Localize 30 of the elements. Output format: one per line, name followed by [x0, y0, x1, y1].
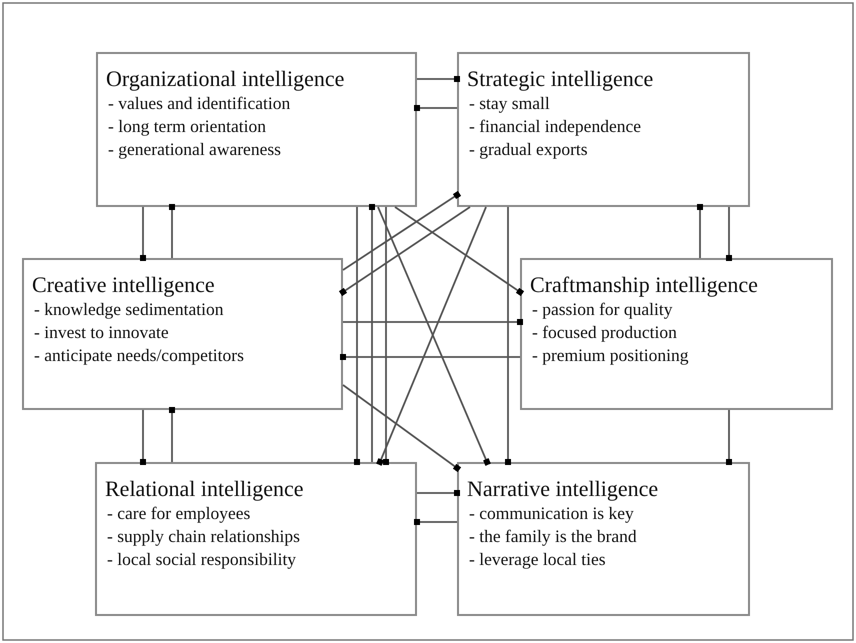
list-item: - leverage local ties: [469, 548, 607, 571]
box-heading: Organizational intelligence: [106, 66, 346, 92]
list-item: - generational awareness: [108, 138, 282, 161]
list-item: - care for employees: [107, 502, 252, 525]
list-item: - focused production: [532, 321, 678, 344]
list-item: - values and identification: [108, 92, 292, 115]
box-heading: Creative intelligence: [32, 272, 216, 298]
intelligence-box: [520, 258, 833, 410]
list-item: - anticipate needs/competitors: [34, 344, 245, 367]
box-heading: Craftmanship intelligence: [530, 272, 759, 298]
intelligence-box: [95, 462, 417, 616]
box-heading: Strategic intelligence: [467, 66, 654, 92]
list-item: - premium positioning: [532, 344, 690, 367]
box-heading: Relational intelligence: [105, 476, 305, 502]
list-item: - long term orientation: [108, 115, 267, 138]
box-heading: Narrative intelligence: [467, 476, 660, 502]
list-item: - local social responsibility: [107, 548, 298, 571]
list-item: - knowledge sedimentation: [34, 298, 225, 321]
list-item: - the family is the brand: [469, 525, 638, 548]
list-item: - supply chain relationships: [107, 525, 301, 548]
list-item: - stay small: [469, 92, 551, 115]
list-item: - passion for quality: [532, 298, 674, 321]
intelligence-box: [22, 258, 343, 410]
intelligence-box: [96, 52, 417, 207]
intelligence-box: [457, 52, 750, 207]
list-item: - invest to innovate: [34, 321, 170, 344]
list-item: - financial independence: [469, 115, 642, 138]
intelligence-box: [457, 462, 750, 616]
list-item: - gradual exports: [469, 138, 589, 161]
list-item: - communication is key: [469, 502, 635, 525]
